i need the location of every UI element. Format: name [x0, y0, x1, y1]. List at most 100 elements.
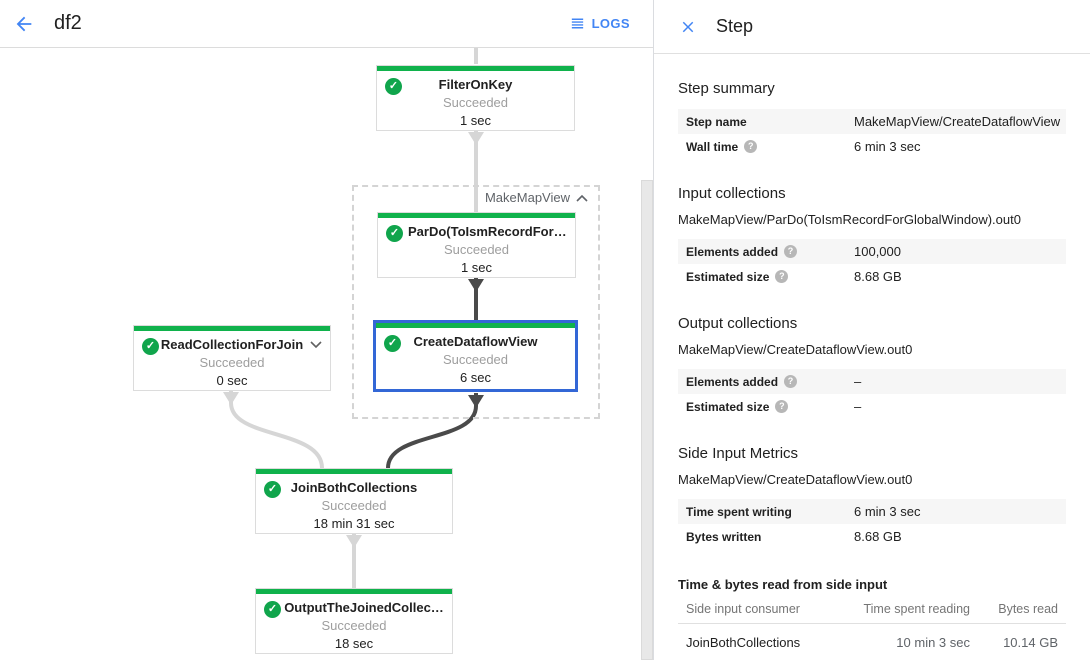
kv-label: Wall time — [686, 139, 739, 154]
kv-value: 6 min 3 sec — [854, 504, 921, 519]
col-header-bytes-read: Bytes read — [998, 602, 1058, 616]
node-status-bar — [256, 469, 452, 474]
kv-row-wall-time: Wall time ? 6 min 3 sec — [678, 134, 1066, 159]
success-check-icon: ✓ — [386, 225, 403, 242]
node-title: CreateDataflowView — [413, 334, 538, 349]
group-makemapview: MakeMapView — [352, 185, 600, 419]
node-title: OutputTheJoinedCollec… — [284, 600, 444, 615]
logs-button[interactable]: LOGS — [569, 15, 630, 32]
graph-node-pardo-toismrecord[interactable]: ✓ ParDo(ToIsmRecordFor… Succeeded 1 sec — [377, 212, 576, 278]
success-check-icon: ✓ — [264, 481, 281, 498]
success-check-icon: ✓ — [385, 78, 402, 95]
kv-label: Time spent writing — [686, 504, 792, 519]
graph-scrollbar[interactable] — [641, 180, 653, 660]
kv-value: – — [854, 374, 862, 389]
section-heading-input-collections: Input collections — [678, 185, 786, 202]
side-input-table: Side input consumer Time spent reading B… — [678, 594, 1066, 660]
success-check-icon: ✓ — [142, 338, 159, 355]
cell-time-spent-reading: 10 min 3 sec — [896, 635, 970, 650]
success-check-icon: ✓ — [264, 601, 281, 618]
graph-node-readcollectionforjoin[interactable]: ✓ ReadCollectionForJoin Succeeded 0 sec — [133, 325, 331, 391]
help-icon[interactable]: ? — [744, 140, 758, 153]
panel-title: Step — [716, 16, 754, 36]
graph-node-filteronkey[interactable]: ✓ FilterOnKey Succeeded 1 sec — [376, 65, 575, 131]
chevron-down-icon[interactable] — [310, 341, 322, 349]
graph-node-joinbothcollections[interactable]: ✓ JoinBothCollections Succeeded 18 min 3… — [255, 468, 453, 534]
kv-value: – — [854, 399, 862, 414]
col-header-time-spent-reading: Time spent reading — [863, 602, 970, 616]
kv-value: MakeMapView/CreateDataflowView — [854, 114, 1061, 129]
topbar: df2 LOGS — [0, 0, 654, 48]
node-status-bar — [378, 213, 575, 218]
kv-row-estimated-size: Estimated size ? 8.68 GB — [678, 264, 1066, 289]
kv-value: 8.68 GB — [854, 529, 902, 544]
node-walltime: 1 sec — [460, 260, 493, 275]
node-title: ReadCollectionForJoin — [160, 337, 304, 352]
node-walltime: 6 sec — [459, 370, 492, 385]
node-title: ParDo(ToIsmRecordFor… — [408, 224, 567, 239]
close-panel-button[interactable] — [676, 15, 700, 39]
back-button[interactable] — [0, 0, 48, 48]
kv-label: Bytes written — [686, 529, 762, 544]
arrow-back-icon — [16, 16, 32, 31]
node-walltime: 0 sec — [216, 373, 248, 388]
help-icon[interactable]: ? — [784, 375, 798, 388]
help-icon[interactable]: ? — [784, 245, 798, 258]
kv-value: 6 min 3 sec — [854, 139, 921, 154]
panel-header: Step — [654, 0, 1090, 54]
kv-row-estimated-size: Estimated size ? – — [678, 394, 1066, 419]
collection-name: MakeMapView/ParDo(ToIsmRecordForGlobalWi… — [678, 212, 1021, 227]
node-status: Succeeded — [442, 352, 509, 367]
help-icon[interactable]: ? — [775, 270, 789, 283]
node-status: Succeeded — [199, 355, 265, 370]
group-label: MakeMapView — [484, 190, 570, 205]
kv-value: 8.68 GB — [854, 269, 902, 284]
job-graph-canvas[interactable]: MakeMapView ✓ FilterOnKey Succeeded 1 se… — [0, 48, 653, 660]
node-walltime: 18 min 31 sec — [313, 516, 395, 531]
close-icon — [682, 21, 694, 32]
kv-row-bytes-written: Bytes written 8.68 GB — [678, 524, 1066, 549]
kv-label: Elements added — [686, 244, 779, 259]
logs-list-icon — [571, 18, 583, 29]
section-heading-step-summary: Step summary — [678, 80, 775, 97]
kv-value: 100,000 — [854, 244, 901, 259]
node-status: Succeeded — [442, 95, 509, 110]
node-title: JoinBothCollections — [290, 480, 418, 495]
kv-label: Estimated size — [686, 399, 770, 414]
graph-edges — [223, 48, 484, 588]
node-walltime: 1 sec — [459, 113, 492, 128]
col-header-side-input-consumer: Side input consumer — [686, 602, 800, 616]
success-check-icon: ✓ — [384, 335, 401, 352]
chevron-up-icon — [576, 194, 588, 202]
section-heading-output-collections: Output collections — [678, 315, 798, 332]
kv-row-step-name: Step name MakeMapView/CreateDataflowView — [678, 109, 1066, 134]
kv-row-elements-added: Elements added ? – — [678, 369, 1066, 394]
kv-label: Estimated size — [686, 269, 770, 284]
kv-label: Elements added — [686, 374, 779, 389]
collection-name: MakeMapView/CreateDataflowView.out0 — [678, 472, 913, 487]
collection-name: MakeMapView/CreateDataflowView.out0 — [678, 342, 913, 357]
logs-button-label: LOGS — [591, 16, 630, 31]
step-details-panel: Step Step summary Step name MakeMapView/… — [654, 0, 1090, 660]
kv-row-elements-added: Elements added ? 100,000 — [678, 239, 1066, 264]
kv-row-time-spent-writing: Time spent writing 6 min 3 sec — [678, 499, 1066, 524]
node-walltime: 18 sec — [334, 636, 374, 651]
cell-bytes-read: 10.14 GB — [1003, 635, 1058, 650]
node-status-bar — [256, 589, 452, 594]
kv-label: Step name — [686, 114, 747, 129]
graph-node-outputthejoinedcollection[interactable]: ✓ OutputTheJoinedCollec… Succeeded 18 se… — [255, 588, 453, 654]
group-makemapview-toggle[interactable]: MakeMapView — [485, 190, 588, 205]
side-input-table-heading: Time & bytes read from side input — [678, 577, 888, 592]
node-status-bar — [377, 66, 574, 71]
node-status-bar — [134, 326, 330, 331]
help-icon[interactable]: ? — [775, 400, 789, 413]
node-status: Succeeded — [321, 498, 387, 513]
job-title: df2 — [54, 12, 82, 34]
panel-body: Step summary Step name MakeMapView/Creat… — [654, 80, 1090, 660]
node-title: FilterOnKey — [438, 77, 513, 92]
graph-node-createdataflowview[interactable]: ✓ CreateDataflowView Succeeded 6 sec — [373, 320, 578, 392]
cell-side-input-consumer: JoinBothCollections — [686, 635, 801, 650]
table-row: JoinBothCollections 10 min 3 sec 10.14 G… — [678, 624, 1066, 660]
table-header-row: Side input consumer Time spent reading B… — [678, 594, 1066, 624]
node-status: Succeeded — [321, 618, 387, 633]
